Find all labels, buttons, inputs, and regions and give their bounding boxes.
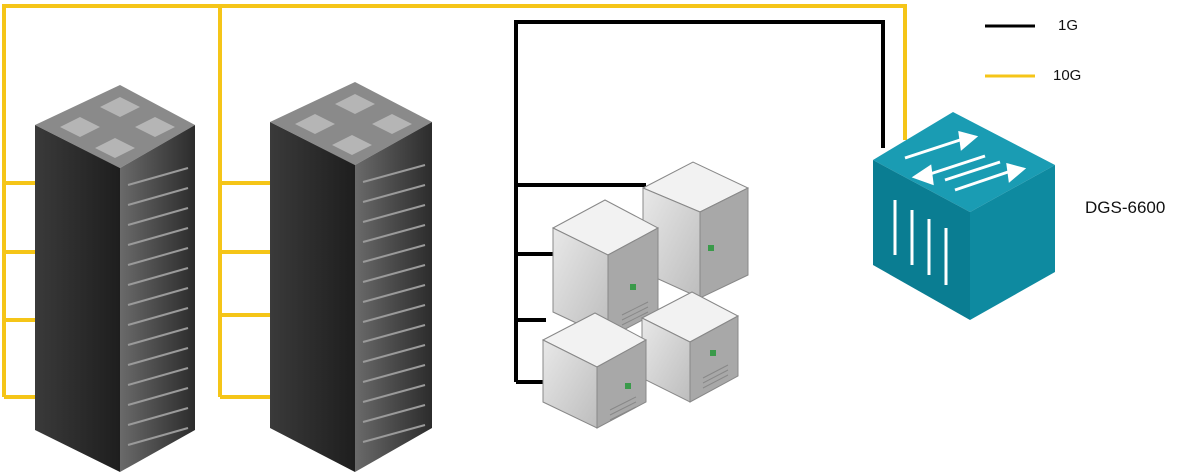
network-switch-icon <box>873 112 1055 320</box>
server-rack-2 <box>270 82 432 472</box>
links-10g <box>2 4 907 399</box>
link-10g-backbone <box>2 4 907 397</box>
links-1g <box>514 20 885 384</box>
tower-server-4 <box>541 312 648 429</box>
switch-label: DGS-6600 <box>1085 198 1166 217</box>
tower-server-2 <box>551 199 660 339</box>
link-1g-backbone <box>514 20 885 382</box>
server-rack-1 <box>35 85 195 472</box>
legend-10g-label: 10G <box>1053 67 1082 84</box>
legend-1g-label: 1G <box>1058 17 1079 34</box>
tower-server-1 <box>641 161 750 299</box>
legend <box>985 24 1035 78</box>
